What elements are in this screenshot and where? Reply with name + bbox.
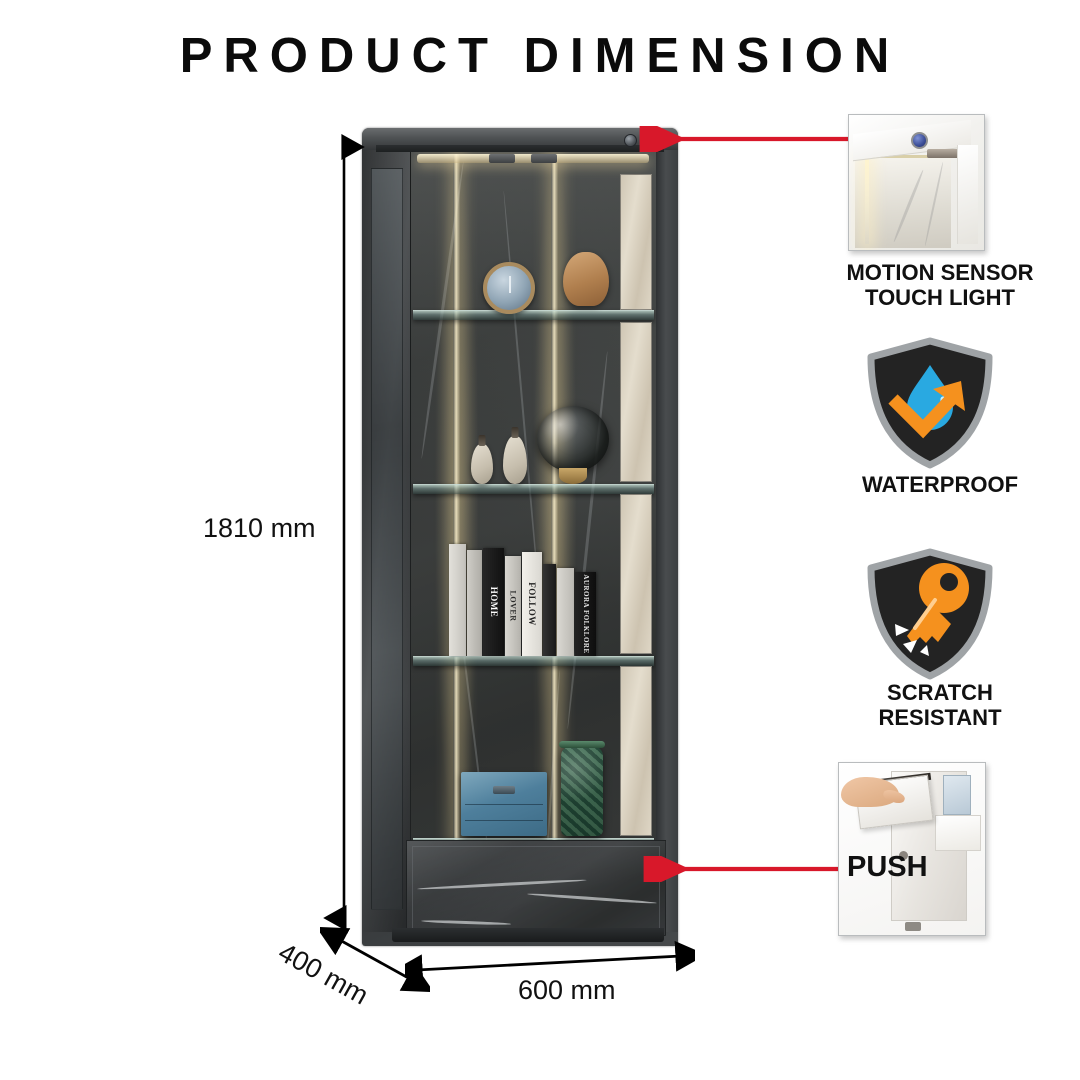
- glass-shelf: [413, 310, 654, 320]
- push-open-drawer[interactable]: [406, 840, 666, 936]
- led-strip-right: [551, 154, 558, 844]
- book-title: AURORA FOLKLORE: [581, 574, 590, 654]
- mirror-panel: [620, 494, 652, 654]
- width-dimension-label: 600 mm: [518, 975, 616, 1005]
- decorative-globe-decor: [537, 406, 609, 484]
- cabinet-plinth: [392, 928, 664, 942]
- book-spine: [449, 544, 466, 656]
- scratch-resistant-label: SCRATCH RESISTANT: [878, 680, 1002, 730]
- water-droplet-arrow-shield-icon: [867, 337, 993, 469]
- book-spine: [557, 568, 574, 656]
- book-spine-aurora: AURORA FOLKLORE: [575, 572, 596, 656]
- book-spine: [543, 564, 556, 656]
- cabinet-right-post: [656, 142, 678, 932]
- motion-sensor-label: MOTION SENSOR TOUCH LIGHT: [846, 260, 1034, 310]
- book-row: HOME LOVER FOLLOW AURORA FOLKLORE: [449, 540, 629, 656]
- book-spine-home: HOME: [483, 548, 504, 656]
- glass-shelf: [413, 484, 654, 494]
- cabinet-hinge: [489, 154, 515, 163]
- waterproof-badge: [865, 337, 995, 474]
- book-title: HOME: [488, 586, 499, 618]
- cabinet-top-edge: [376, 145, 664, 152]
- motion-sensor-connector-arrow: [639, 126, 848, 152]
- door-handle: [927, 149, 961, 158]
- cabinet-left-glass: [371, 168, 403, 910]
- width-dimension-arrow: [405, 940, 695, 986]
- green-ceramic-jar-decor: [559, 741, 605, 836]
- waterproof-label: WATERPROOF: [861, 472, 1019, 497]
- mirror-panel: [620, 174, 652, 310]
- motion-sensor-button[interactable]: [624, 134, 637, 147]
- ceramic-vase-tall-decor: [503, 427, 527, 484]
- cabinet-interior: HOME LOVER FOLLOW AURORA FOLKLORE: [411, 150, 656, 912]
- cabinet-cavity: [855, 155, 951, 248]
- glass-shelf: [413, 656, 654, 666]
- push-connector-arrow: [643, 856, 840, 882]
- book-spine-follow: FOLLOW: [522, 552, 542, 656]
- book-spine: [467, 550, 482, 656]
- seashell-ornament-decor: [563, 252, 609, 306]
- product-image-cabinet: HOME LOVER FOLLOW AURORA FOLKLORE: [362, 128, 678, 946]
- push-label: PUSH: [847, 851, 928, 883]
- book-spine-lover: LOVER: [505, 556, 521, 656]
- motion-sensor-thumbnail: [848, 114, 985, 251]
- blue-storage-box-decor: [461, 772, 547, 836]
- cabinet-left-side-panel: [362, 142, 411, 932]
- wall-clock-decor: [483, 262, 535, 314]
- cabinet-hinge: [531, 154, 557, 163]
- motion-sensor-icon: [911, 132, 928, 149]
- height-dimension-label: 1810 mm: [203, 513, 316, 543]
- height-dimension-arrow: [323, 134, 365, 931]
- led-light: [865, 158, 869, 244]
- depth-dimension-arrow: [320, 926, 430, 993]
- mirror-panel: [620, 666, 652, 836]
- ceramic-vase-small-decor: [471, 435, 493, 484]
- push-thumbnail: [838, 762, 986, 936]
- key-scratch-shield-icon: [867, 548, 993, 680]
- mirror-panel: [620, 322, 652, 482]
- led-strip-left: [453, 154, 460, 844]
- cabinet-top-cap: [362, 128, 678, 150]
- book-title: LOVER: [508, 590, 518, 622]
- scratch-resistant-badge: [865, 548, 995, 685]
- page-title: PRODUCT DIMENSION: [179, 29, 901, 83]
- book-title: FOLLOW: [527, 582, 537, 626]
